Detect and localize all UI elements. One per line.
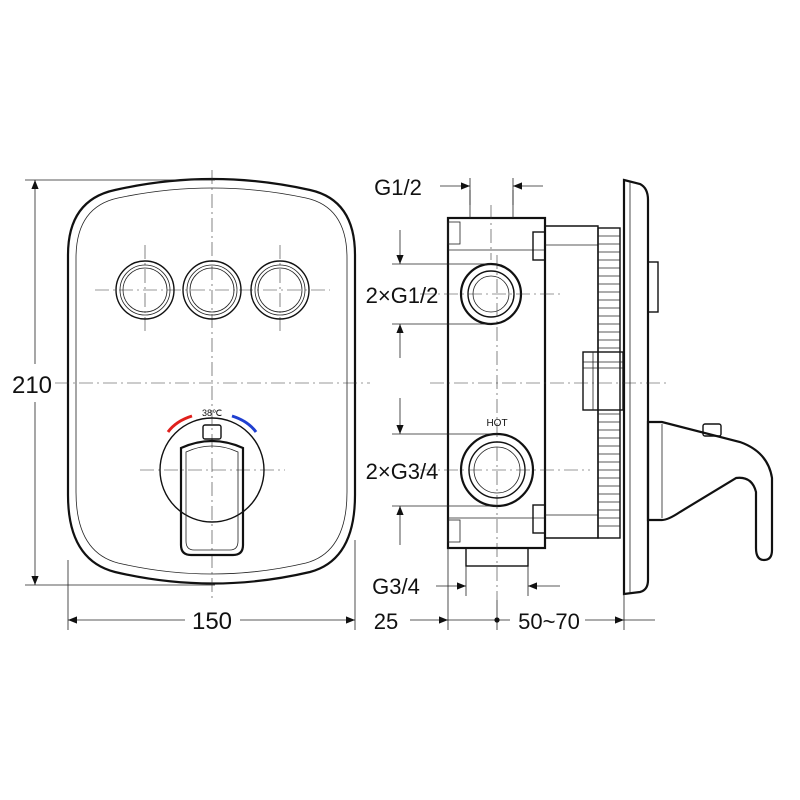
- lever-handle-icon: [159, 417, 265, 557]
- depth-front-label: 25: [374, 609, 398, 634]
- hot-indicator-arc: [166, 414, 193, 433]
- push-button-icon: [115, 260, 175, 320]
- cover-plate-inner-edge: [75, 187, 348, 575]
- cold-indicator-arc: [231, 414, 258, 433]
- push-button-icon: [182, 260, 242, 320]
- width-dimension: 150: [192, 608, 232, 635]
- outlets-upper-label: 2×G1/2: [366, 283, 439, 308]
- button-side-profile: [647, 261, 659, 313]
- inlets-lower-label: 2×G3/4: [366, 459, 439, 484]
- outlet-top-label: G1/2: [374, 175, 422, 200]
- dimension-origin-dot: [494, 617, 500, 623]
- front-view: 38℃ 210 150: [12, 170, 370, 635]
- temperature-label: 38℃: [202, 408, 222, 418]
- cover-plate-side: [622, 178, 650, 596]
- extension-sleeve: [545, 225, 599, 539]
- handle-side-profile: [646, 420, 774, 562]
- cover-plate-outline: [66, 177, 357, 585]
- push-button-icon: [250, 260, 310, 320]
- outlet-bottom-label: G3/4: [372, 574, 420, 599]
- height-dimension: 210: [12, 372, 52, 399]
- side-view: HOT G1/2 2×G1/2 2×G3/4 G3/4: [366, 175, 774, 634]
- depth-range-label: 50~70: [518, 609, 580, 634]
